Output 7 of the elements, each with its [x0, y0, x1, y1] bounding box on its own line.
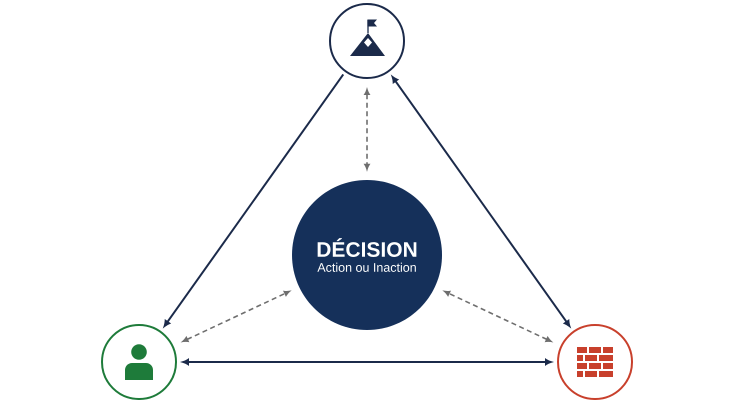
arrow — [182, 290, 290, 342]
arrow — [364, 89, 370, 170]
circle-outline — [329, 3, 405, 79]
arrow — [164, 74, 344, 327]
arrow — [392, 76, 570, 327]
arrow — [444, 290, 552, 342]
arrow — [182, 358, 552, 366]
